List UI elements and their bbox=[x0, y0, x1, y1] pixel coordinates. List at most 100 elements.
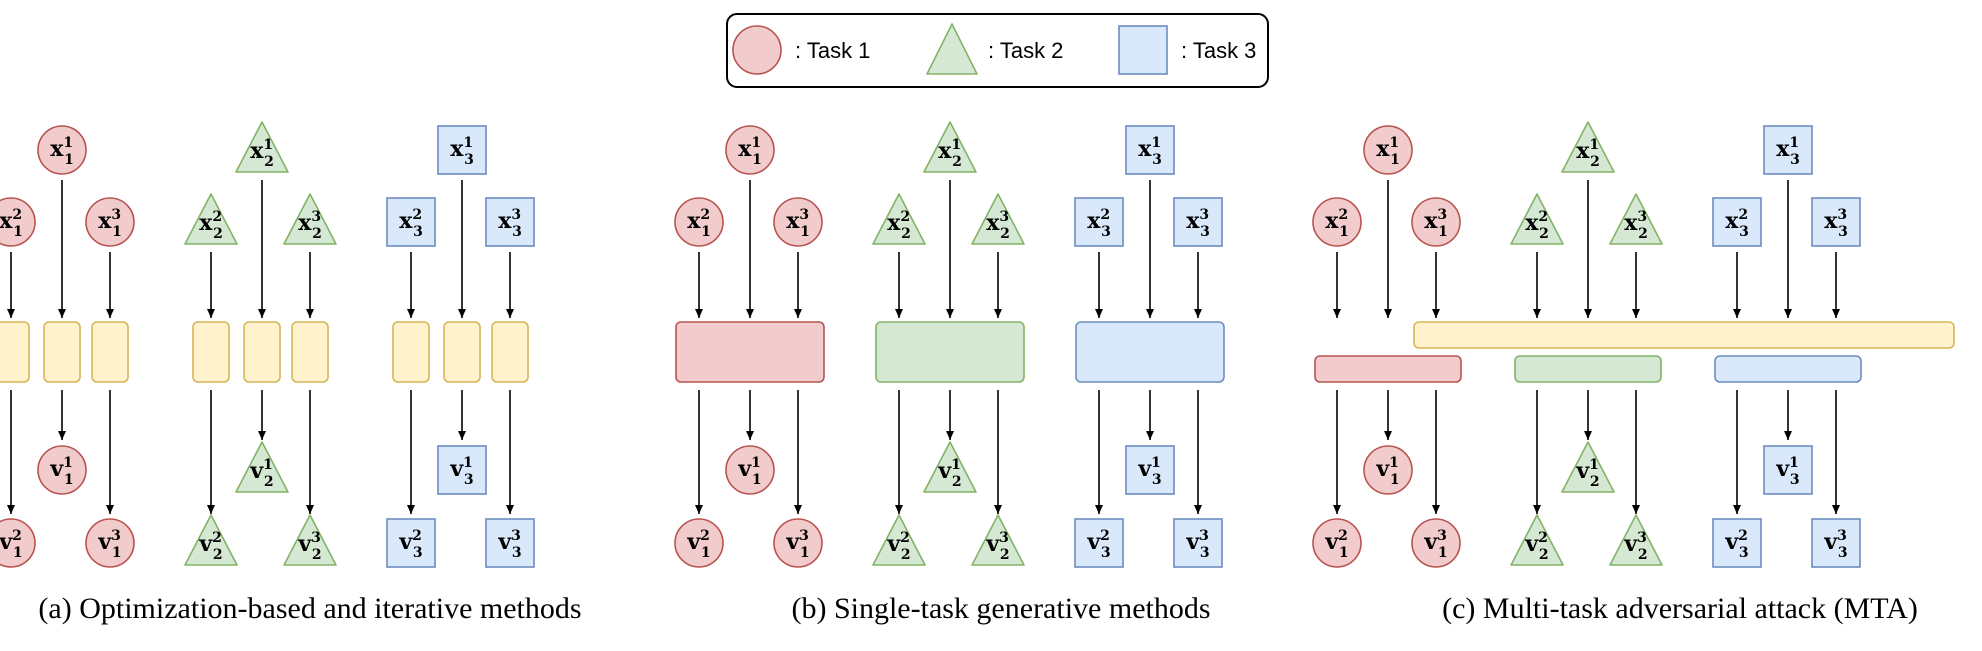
model-box bbox=[491, 321, 529, 383]
circle-node-icon bbox=[674, 197, 724, 247]
triangle-node-icon bbox=[184, 193, 238, 245]
triangle-node-icon bbox=[184, 514, 238, 566]
task2-model-box bbox=[875, 321, 1025, 383]
square-node-icon bbox=[1074, 518, 1124, 568]
circle-node-icon bbox=[37, 125, 87, 175]
task3-model-box bbox=[1075, 321, 1225, 383]
triangle-node-icon bbox=[283, 193, 337, 245]
triangle-node-icon bbox=[971, 193, 1025, 245]
square-node-icon bbox=[1074, 197, 1124, 247]
square-node-icon bbox=[1811, 197, 1861, 247]
circle-node-icon bbox=[85, 518, 135, 568]
task3-head-box bbox=[1714, 355, 1862, 383]
triangle-icon bbox=[926, 23, 978, 75]
triangle-node-icon bbox=[872, 193, 926, 245]
triangle-node-icon bbox=[1609, 514, 1663, 566]
triangle-node-icon bbox=[1561, 121, 1615, 173]
triangle-node-icon bbox=[923, 121, 977, 173]
model-box bbox=[192, 321, 230, 383]
circle-node-icon bbox=[1312, 197, 1362, 247]
square-node-icon bbox=[1712, 518, 1762, 568]
circle-node-icon bbox=[773, 197, 823, 247]
circle-node-icon bbox=[1411, 518, 1461, 568]
triangle-node-icon bbox=[923, 441, 977, 493]
model-box bbox=[291, 321, 329, 383]
task1-head-box bbox=[1314, 355, 1462, 383]
square-node-icon bbox=[1173, 518, 1223, 568]
square-node-icon bbox=[386, 518, 436, 568]
circle-node-icon bbox=[1312, 518, 1362, 568]
task2-head-box bbox=[1514, 355, 1662, 383]
circle-node-icon bbox=[725, 445, 775, 495]
circle-node-icon bbox=[37, 445, 87, 495]
legend-item-task1: : Task 1 bbox=[732, 25, 870, 75]
triangle-node-icon bbox=[283, 514, 337, 566]
circle-node-icon bbox=[773, 518, 823, 568]
legend-label: : Task 3 bbox=[1181, 38, 1256, 63]
